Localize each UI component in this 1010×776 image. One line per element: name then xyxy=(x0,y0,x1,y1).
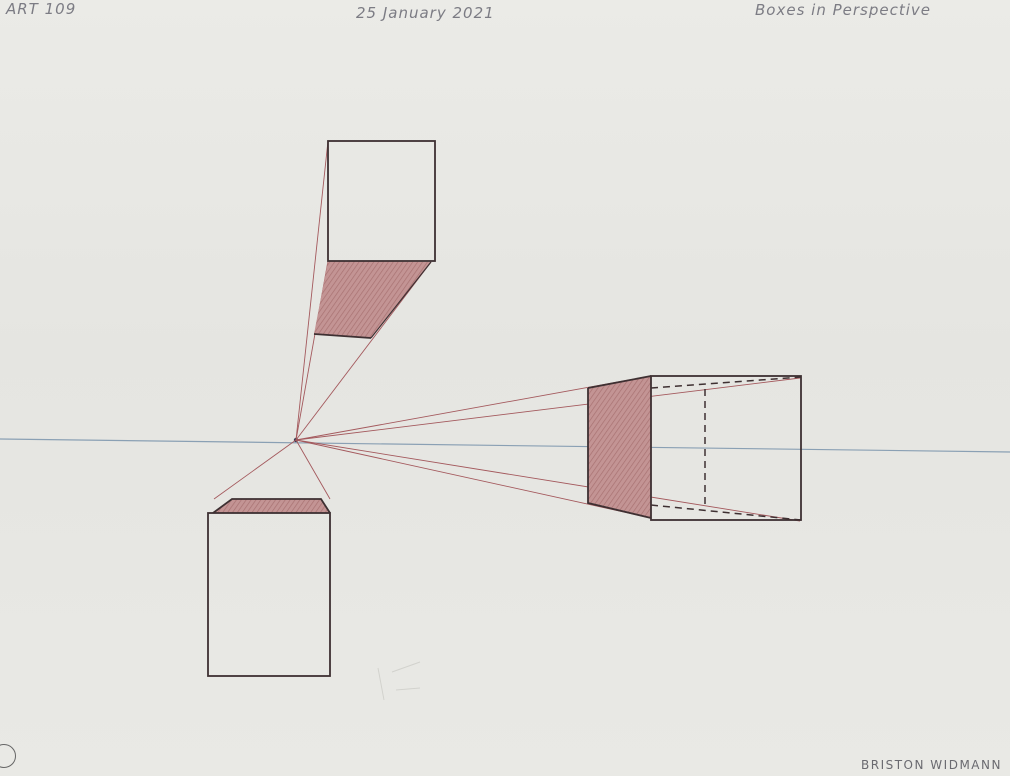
right-box-side-shade xyxy=(588,376,651,518)
right-box xyxy=(587,375,802,521)
top-box xyxy=(313,140,436,339)
horizon-line xyxy=(0,438,1010,453)
bottom-box-top-shade xyxy=(213,499,330,513)
course-label: ART 109 xyxy=(6,0,77,18)
artist-signature: BRISTON WIDMANN xyxy=(861,758,1002,772)
date-label: 25 January 2021 xyxy=(356,4,495,22)
construction-lines xyxy=(213,140,801,522)
bottom-box xyxy=(207,498,331,677)
top-box-underside-shade xyxy=(314,261,431,338)
drawing-title: Boxes in Perspective xyxy=(755,1,932,19)
faint-eraser-marks xyxy=(377,661,421,701)
